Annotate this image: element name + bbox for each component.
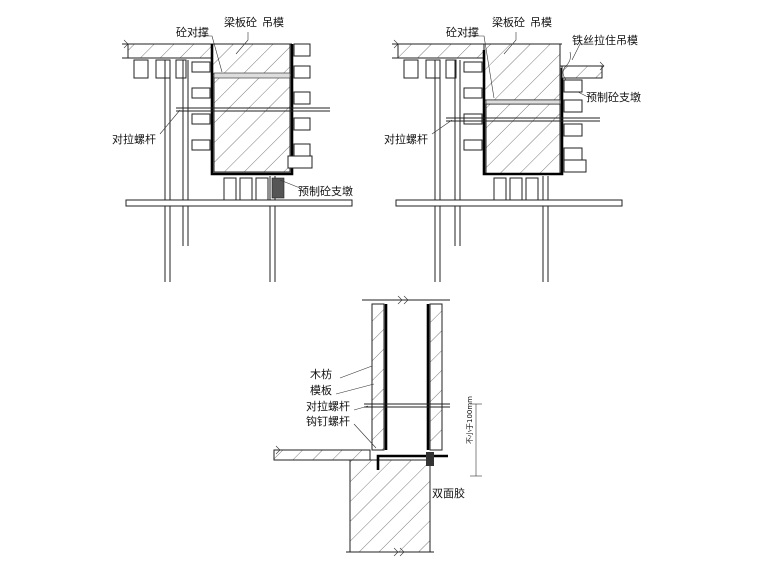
- wire-hanger-b: [562, 51, 571, 81]
- detail-b: 梁板砼 吊模 砼对撑 铁丝拉住吊模 对拉螺杆 预制砼支墩: [384, 15, 641, 282]
- precast-support-block-a: [271, 177, 285, 199]
- beam-slab-concrete-a: [211, 43, 291, 75]
- base-wall-c: [349, 459, 431, 553]
- detail-a: 梁板砼 吊模 砼对撑 对拉螺杆 预制砼支墩: [112, 15, 353, 282]
- leader-beam-slab-a: [235, 32, 249, 55]
- anchor-bolt-c: [376, 454, 448, 470]
- detail-c: 不小于100mm 木枋 模板 对拉螺杆 钩钉螺杆 双面胶: [273, 295, 482, 557]
- label-anchor-bolt-c: 钩钉螺杆: [306, 414, 350, 428]
- label-formwork-c: 模板: [310, 383, 332, 397]
- leader-bolt-a: [159, 109, 181, 135]
- dim-text-c: 不小于100mm: [465, 396, 474, 444]
- label-wire-hanger-b: 铁丝拉住吊模: [572, 33, 638, 47]
- label-double-glue-c: 双面胶: [432, 486, 465, 500]
- formwork-right-c: [429, 303, 443, 451]
- concrete-strut-b: [485, 99, 561, 105]
- beam-body-a: [213, 75, 291, 173]
- label-hanging-form-b: 吊模: [530, 16, 552, 29]
- label-precast-support-a: 预制砼支墩: [298, 184, 353, 198]
- label-tie-bolt-a: 对拉螺杆: [112, 132, 156, 146]
- label-beam-slab-b: 梁板砼: [492, 15, 525, 29]
- label-tie-bolt-b: 对拉螺杆: [384, 132, 428, 146]
- beam-body-b: [485, 103, 561, 175]
- formwork-outline-a: [210, 44, 294, 176]
- leader-support-a: [279, 179, 301, 189]
- double-glue-c: [426, 452, 434, 466]
- slab-right-b: [561, 65, 603, 79]
- leader-strut-a: [196, 35, 223, 73]
- label-beam-slab-a: 梁板砼: [224, 15, 257, 29]
- formwork-left-c: [371, 303, 385, 451]
- label-hanging-form-a: 吊模: [262, 16, 284, 29]
- label-precast-support-b: 预制砼支墩: [586, 90, 641, 104]
- slab-c: [273, 449, 371, 461]
- label-concrete-strut-b: 砼对撑: [446, 25, 479, 39]
- label-tie-bolt-c: 对拉螺杆: [306, 399, 350, 413]
- label-concrete-strut-a: 砼对撑: [176, 25, 209, 39]
- label-timber-c: 木枋: [310, 367, 332, 381]
- beam-slab-concrete-b: [483, 43, 561, 101]
- concrete-strut-a: [213, 72, 291, 79]
